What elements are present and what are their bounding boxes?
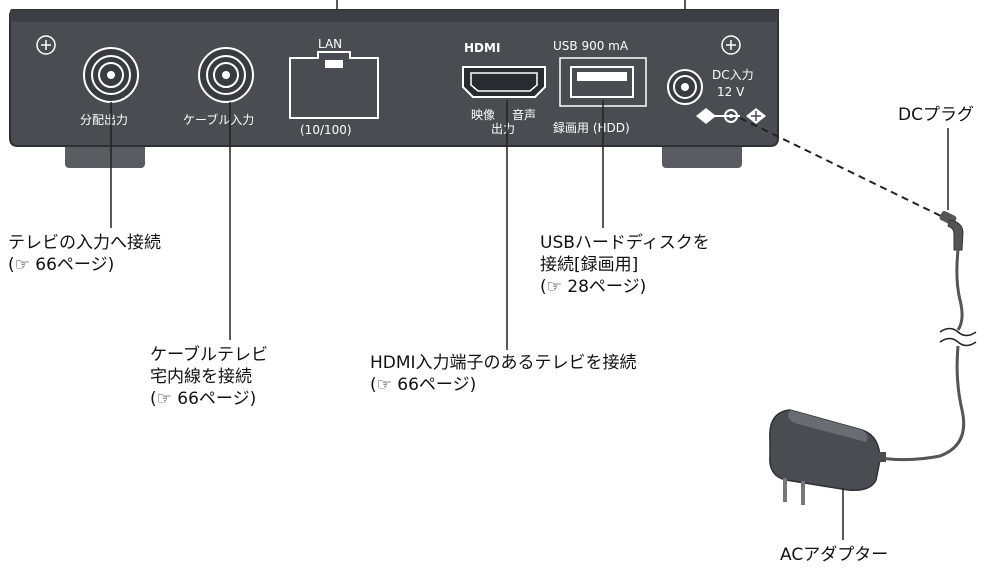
callout-usb-hdd: USBハードディスクを 接続[録画用] (☞ 28ページ) xyxy=(540,232,710,298)
dc-voltage-label: 12 V xyxy=(717,85,745,99)
device-foot-left xyxy=(65,142,145,168)
screw-icon xyxy=(721,35,741,55)
lan-port xyxy=(289,51,379,119)
callout-tv-input-line1: テレビの入力へ接続 xyxy=(8,233,161,253)
usb-rec-label: 録画用 (HDD) xyxy=(553,120,630,135)
callout-cable-tv-ref: (☞ 66ページ) xyxy=(150,389,257,409)
polarity-icon xyxy=(696,108,766,124)
cable-break-mark xyxy=(939,337,977,347)
split-out-connector xyxy=(83,47,139,103)
ac-adapter-label: ACアダプター xyxy=(780,545,889,565)
split-out-label: 分配出力 xyxy=(80,113,128,127)
dc-jack xyxy=(667,69,703,105)
cable-break-mark xyxy=(939,327,977,337)
callout-usb-hdd-ref: (☞ 28ページ) xyxy=(540,277,647,297)
dc-cable-dashed xyxy=(739,117,946,219)
callout-hdmi-tv: HDMI入力端子のあるテレビを接続 (☞ 66ページ) xyxy=(370,352,637,396)
dc-cord-upper xyxy=(955,249,964,331)
panel-top-edge xyxy=(10,10,778,22)
dc-plug-icon xyxy=(939,211,964,251)
callout-hdmi-tv-ref: (☞ 66ページ) xyxy=(370,375,477,395)
callout-tv-input-ref: (☞ 66ページ) xyxy=(8,255,115,275)
cable-in-label: ケーブル入力 xyxy=(183,112,254,127)
callout-ac-adapter: ACアダプター xyxy=(780,544,888,566)
dc-in-label: DC入力 xyxy=(712,68,754,82)
lan-label: LAN xyxy=(318,37,342,51)
usb-spec-label: USB 900 mA xyxy=(553,39,629,53)
dc-cord-lower xyxy=(879,345,966,462)
callout-cable-tv-line2: 宅内線を接続 xyxy=(150,367,252,387)
hdmi-label-audio: 音声 xyxy=(512,107,536,122)
callout-usb-hdd-line2: 接続[録画用] xyxy=(540,255,639,275)
callout-cable-tv-line1: ケーブルテレビ xyxy=(150,345,268,365)
cable-in-connector xyxy=(198,47,254,103)
screw-icon xyxy=(36,35,56,55)
callout-usb-hdd-line1: USBハードディスクを xyxy=(540,233,710,253)
device-foot-right xyxy=(662,142,742,168)
hdmi-logo: HDMI xyxy=(464,41,500,55)
callout-dc-plug: DCプラグ xyxy=(898,104,974,126)
hdmi-label-video: 映像 xyxy=(471,108,495,122)
ac-adapter-icon xyxy=(769,409,886,505)
callout-hdmi-tv-line1: HDMI入力端子のあるテレビを接続 xyxy=(370,353,637,373)
hdmi-port xyxy=(462,66,546,98)
callout-tv-input: テレビの入力へ接続 (☞ 66ページ) xyxy=(8,232,161,276)
callout-cable-tv: ケーブルテレビ 宅内線を接続 (☞ 66ページ) xyxy=(150,344,268,410)
hdmi-label-output: 出力 xyxy=(491,122,515,136)
dc-plug-label: DCプラグ xyxy=(898,105,974,125)
lan-speed-label: (10/100) xyxy=(300,123,352,137)
